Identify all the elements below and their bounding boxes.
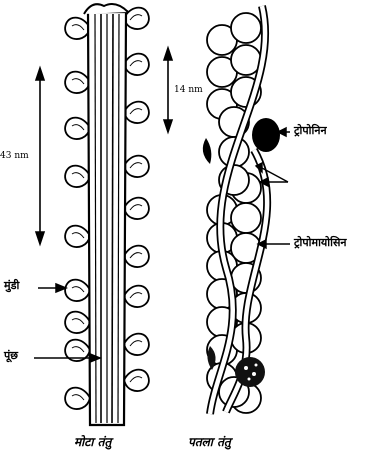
dimension-43nm (36, 68, 44, 244)
actin-globule (231, 203, 261, 233)
dimension-14nm-label: 14 nm (174, 86, 203, 95)
troponin-complex (252, 118, 280, 152)
myosin-head (65, 118, 90, 139)
myosin-head (124, 102, 149, 123)
myosin-head (65, 280, 90, 301)
actin-globules (207, 13, 261, 413)
myosin-head (65, 388, 90, 409)
myosin-head (124, 156, 149, 177)
dimension-43nm-label: 43 nm (0, 152, 29, 161)
myosin-head (65, 312, 90, 333)
head-pointer-arrow (38, 284, 66, 292)
myosin-head (124, 286, 149, 307)
dimension-14nm (164, 48, 172, 132)
thick-filament (65, 4, 149, 425)
thick-filament-caption: मोटा तंतु (74, 436, 111, 448)
tropomyosin-label: ट्रोपोमायोसिन (294, 237, 347, 248)
actin-globule (231, 13, 261, 43)
tail-label: पूंछ (4, 350, 18, 361)
myosin-head (65, 18, 90, 39)
myosin-head (124, 370, 149, 391)
myosin-head (124, 198, 149, 219)
myosin-head (65, 226, 90, 247)
myosin-head (124, 334, 149, 355)
myosin-head (65, 166, 90, 187)
thin-filament (203, 6, 280, 414)
myosin-head (124, 54, 149, 75)
troponin-dotted-unit-lower (235, 357, 265, 387)
troponin-small-unit (203, 138, 212, 164)
myosin-head (124, 246, 149, 267)
myosin-head (65, 72, 90, 93)
thin-filament-caption: पतला तंतु (188, 436, 231, 448)
head-label: मुंडी (4, 280, 19, 291)
troponin-label: ट्रोपोनिन (294, 125, 327, 136)
